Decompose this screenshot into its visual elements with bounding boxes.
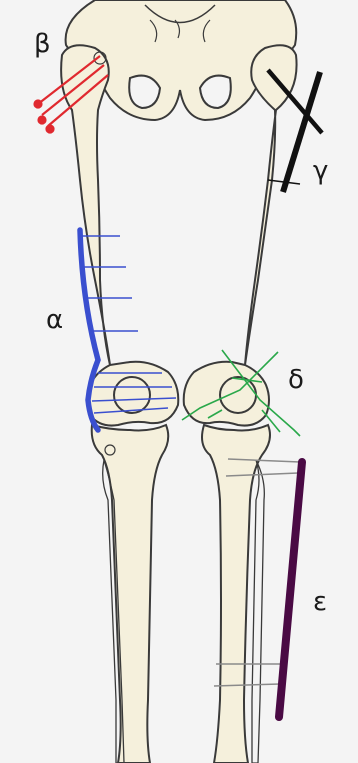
right-fibula bbox=[252, 460, 264, 763]
left-lower-leg bbox=[92, 425, 169, 763]
beta-screw-head-2 bbox=[39, 117, 46, 124]
label-epsilon: ε bbox=[313, 587, 327, 617]
left-patella bbox=[114, 377, 150, 413]
label-beta: β bbox=[34, 29, 51, 59]
beta-screw-head-1 bbox=[35, 101, 42, 108]
left-obturator-foramen bbox=[129, 76, 160, 108]
label-delta: δ bbox=[288, 365, 304, 395]
right-obturator-foramen bbox=[200, 76, 231, 108]
epsilon-plate-body bbox=[279, 462, 302, 717]
label-alpha: α bbox=[46, 305, 63, 335]
right-patella bbox=[220, 377, 256, 413]
beta-screw-head-3 bbox=[47, 126, 54, 133]
label-gamma: γ bbox=[313, 156, 328, 186]
